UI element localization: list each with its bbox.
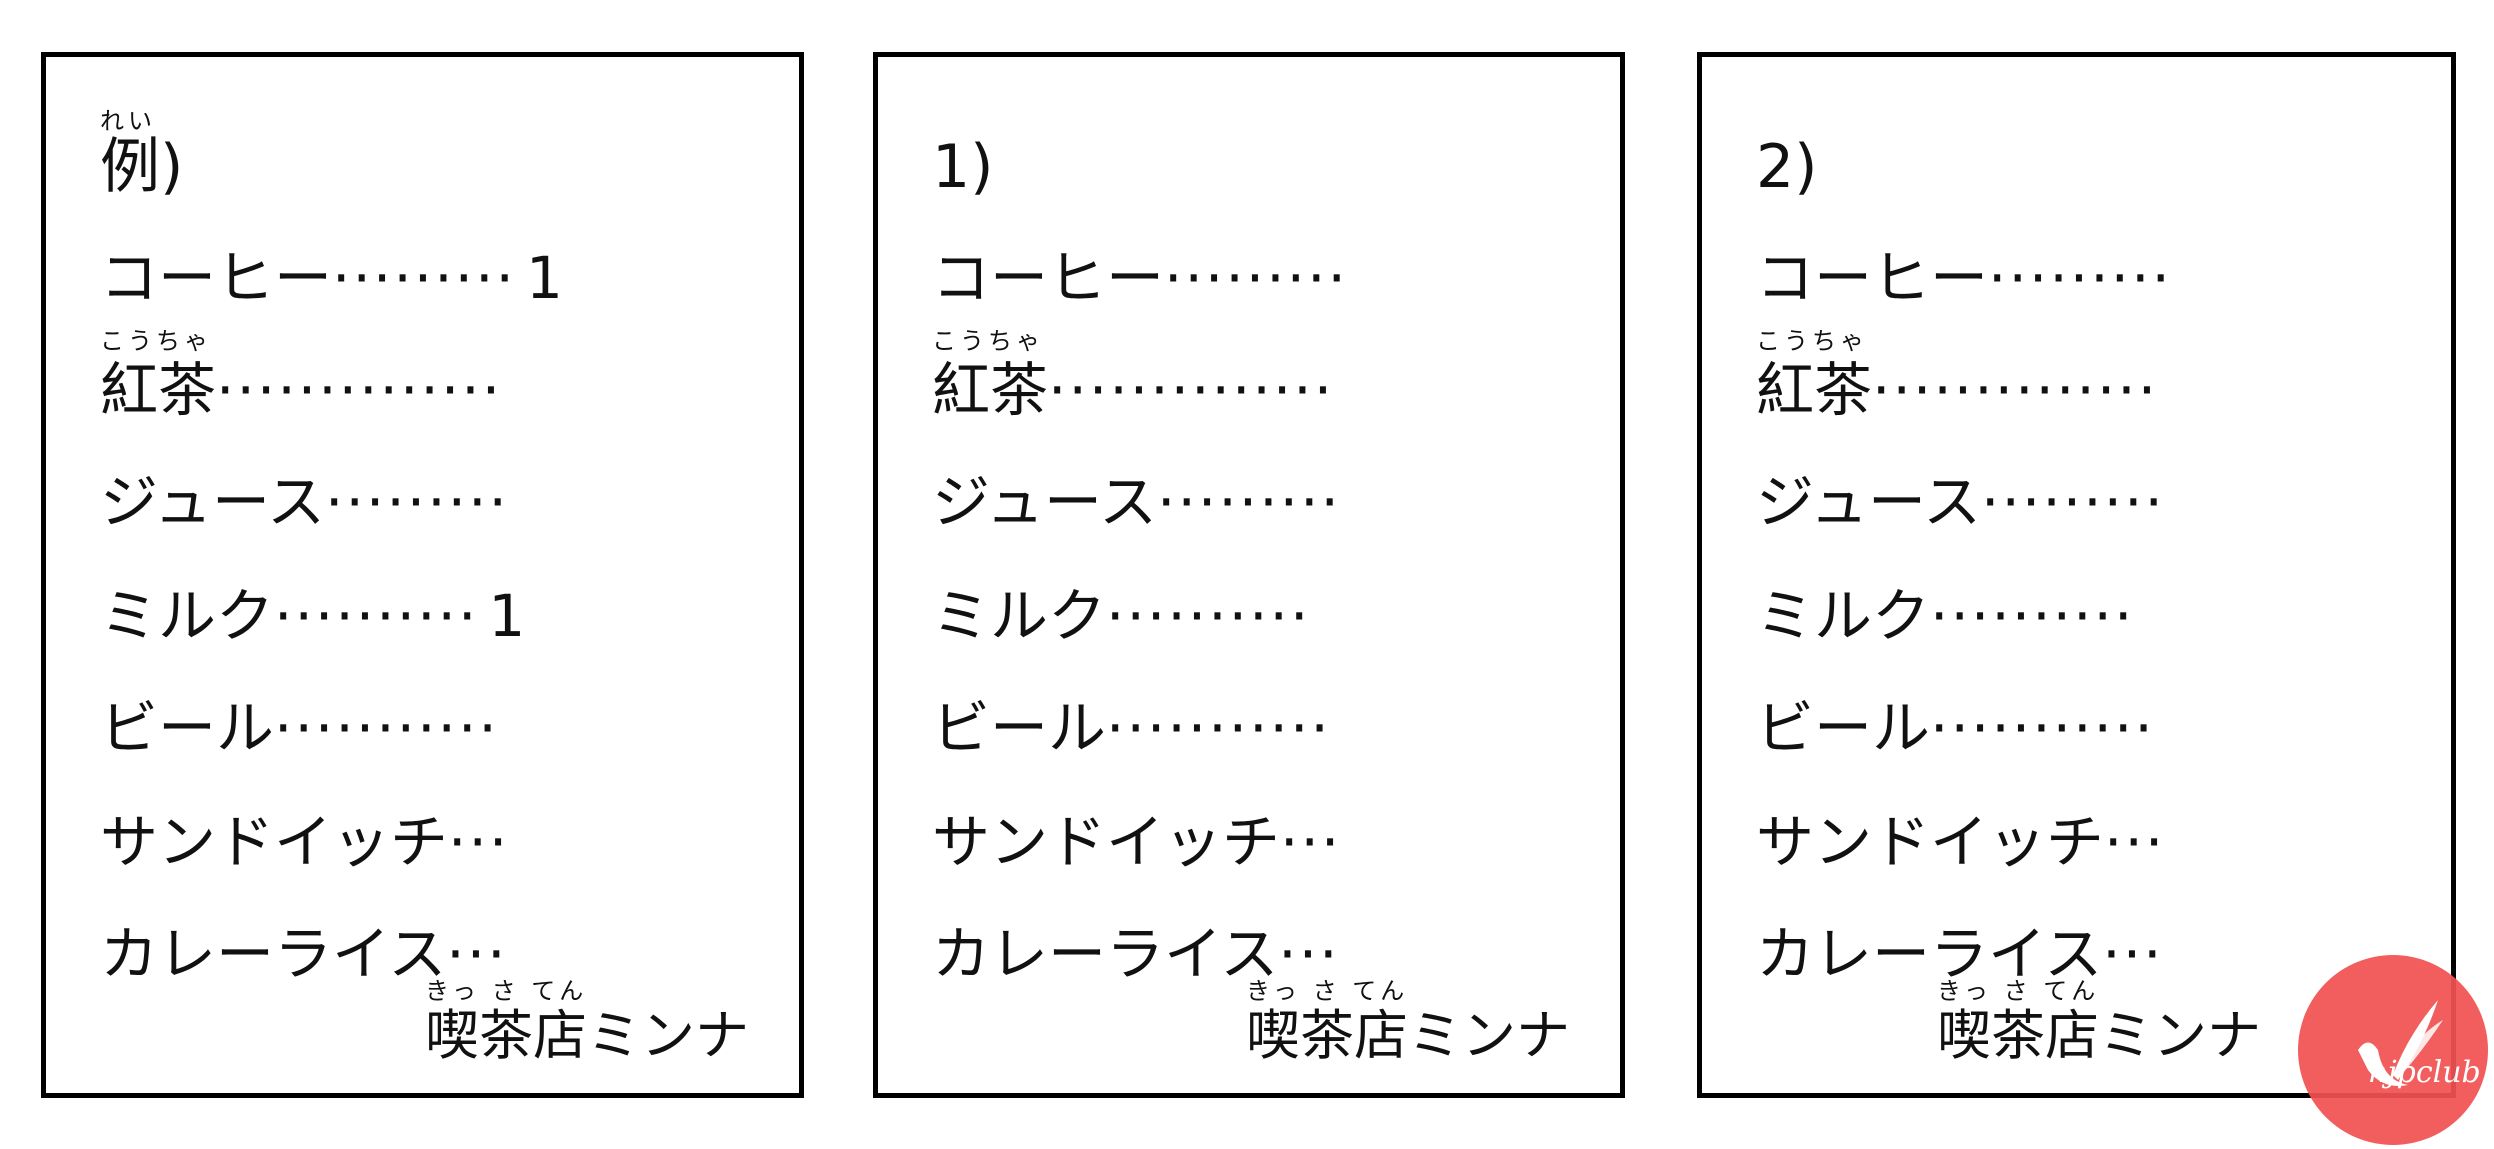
item-name: 紅茶 xyxy=(1756,356,1873,424)
njpclub-watermark-logo: njpclub xyxy=(2298,955,2488,1145)
shop-name: きっ さ てん喫茶店ミンナ xyxy=(1246,979,1570,1063)
item-name: カレーライス xyxy=(932,920,1279,988)
item-leader: ········· xyxy=(332,244,516,312)
item-leader: ·········· xyxy=(274,582,479,650)
item-leader: ··········· xyxy=(274,694,499,762)
item-ruby: こうちゃ xyxy=(932,327,1044,355)
item-leader: ··· xyxy=(446,920,508,988)
title-ruby: れい xyxy=(100,107,156,135)
menu-item: ジュース········· xyxy=(1756,473,2175,531)
menu-item: カレーライス··· xyxy=(932,925,1350,983)
shop-name-text: 喫茶店ミンナ xyxy=(1937,1004,2261,1067)
item-leader: ··· xyxy=(1280,808,1342,876)
item-leader: ··· xyxy=(2104,808,2166,876)
menu-item: こうちゃ紅茶·············· xyxy=(932,329,1344,419)
panel-title: れい例) xyxy=(100,109,183,197)
item-leader: ········· xyxy=(1981,468,2165,536)
item-name: コーヒー xyxy=(932,244,1165,312)
menu-item: ミルク··········1 xyxy=(100,587,525,645)
item-leader: ········· xyxy=(1157,468,1341,536)
menu-item: コーヒー········· xyxy=(932,249,1358,307)
item-name: 紅茶 xyxy=(932,356,1049,424)
item-count: 1 xyxy=(488,582,526,650)
menu-item: ジュース········· xyxy=(100,473,519,531)
menu-item: カレーライス··· xyxy=(100,925,518,983)
menu-item: ビール··········· xyxy=(100,699,509,757)
shop-ruby: きっ さ てん xyxy=(425,977,588,1005)
title-text: 例) xyxy=(100,132,184,202)
item-name: コーヒー xyxy=(100,244,333,312)
item-ruby: こうちゃ xyxy=(100,327,212,355)
item-leader: ··· xyxy=(2102,920,2164,988)
item-leader: ·············· xyxy=(1048,356,1335,424)
item-name: ジュース xyxy=(100,468,326,536)
item-name: ビール xyxy=(1756,694,1931,762)
bird-icon xyxy=(2358,1000,2443,1086)
item-name: 紅茶 xyxy=(100,356,217,424)
item-name: ジュース xyxy=(1756,468,1982,536)
item-leader: ········· xyxy=(325,468,509,536)
menu-item: ミルク·········· xyxy=(932,587,1320,645)
item-name: ビール xyxy=(932,694,1107,762)
item-name: コーヒー xyxy=(1756,244,1989,312)
item-leader: ········· xyxy=(1164,244,1348,312)
item-name: サンドイッチ xyxy=(932,808,1281,876)
menu-item: サンドイッチ··· xyxy=(932,813,1351,871)
menu-item: ビール··········· xyxy=(1756,699,2165,757)
shop-ruby: きっ さ てん xyxy=(1937,977,2100,1005)
menu-item: コーヒー········· xyxy=(1756,249,2182,307)
item-name: カレーライス xyxy=(100,920,447,988)
item-ruby: こうちゃ xyxy=(1756,327,1868,355)
menu-item: サンドイッチ··· xyxy=(100,813,519,871)
item-leader: ·········· xyxy=(1930,582,2135,650)
shop-name-text: 喫茶店ミンナ xyxy=(425,1004,749,1067)
menu-item: カレーライス··· xyxy=(1756,925,2174,983)
item-name: カレーライス xyxy=(1756,920,2103,988)
panel-title: 2) xyxy=(1756,137,1818,197)
shop-name: きっ さ てん喫茶店ミンナ xyxy=(425,979,749,1063)
menu-item: ジュース········· xyxy=(932,473,1351,531)
watermark-text: njpclub xyxy=(2368,1055,2481,1090)
item-leader: ········· xyxy=(1988,244,2172,312)
item-name: ミルク xyxy=(932,582,1107,650)
item-leader: ··········· xyxy=(1106,694,1331,762)
item-leader: ··· xyxy=(448,808,510,876)
title-text: 1) xyxy=(932,132,994,202)
item-name: ビール xyxy=(100,694,275,762)
shop-name-text: 喫茶店ミンナ xyxy=(1246,1004,1570,1067)
item-leader: ·············· xyxy=(216,356,503,424)
item-name: ジュース xyxy=(932,468,1158,536)
item-name: ミルク xyxy=(1756,582,1931,650)
item-leader: ··········· xyxy=(1930,694,2155,762)
menu-card-1: 1)コーヒー·········こうちゃ紅茶··············ジュース·… xyxy=(873,52,1625,1098)
menu-item: サンドイッチ··· xyxy=(1756,813,2175,871)
panel-title: 1) xyxy=(932,137,994,197)
menu-item: こうちゃ紅茶·············· xyxy=(1756,329,2168,419)
menu-item: コーヒー·········1 xyxy=(100,249,563,307)
item-leader: ·············· xyxy=(1872,356,2159,424)
menu-item: こうちゃ紅茶·············· xyxy=(100,329,512,419)
menu-item: ミルク·········· xyxy=(1756,587,2144,645)
item-name: サンドイッチ xyxy=(1756,808,2105,876)
item-name: サンドイッチ xyxy=(100,808,449,876)
shop-name: きっ さ てん喫茶店ミンナ xyxy=(1937,979,2261,1063)
menu-item: ビール··········· xyxy=(932,699,1341,757)
item-leader: ·········· xyxy=(1106,582,1311,650)
item-leader: ··· xyxy=(1278,920,1340,988)
shop-ruby: きっ さ てん xyxy=(1246,977,1409,1005)
item-count: 1 xyxy=(525,244,563,312)
menu-card-2: 2)コーヒー·········こうちゃ紅茶··············ジュース·… xyxy=(1697,52,2456,1098)
title-text: 2) xyxy=(1756,132,1818,202)
item-name: ミルク xyxy=(100,582,275,650)
